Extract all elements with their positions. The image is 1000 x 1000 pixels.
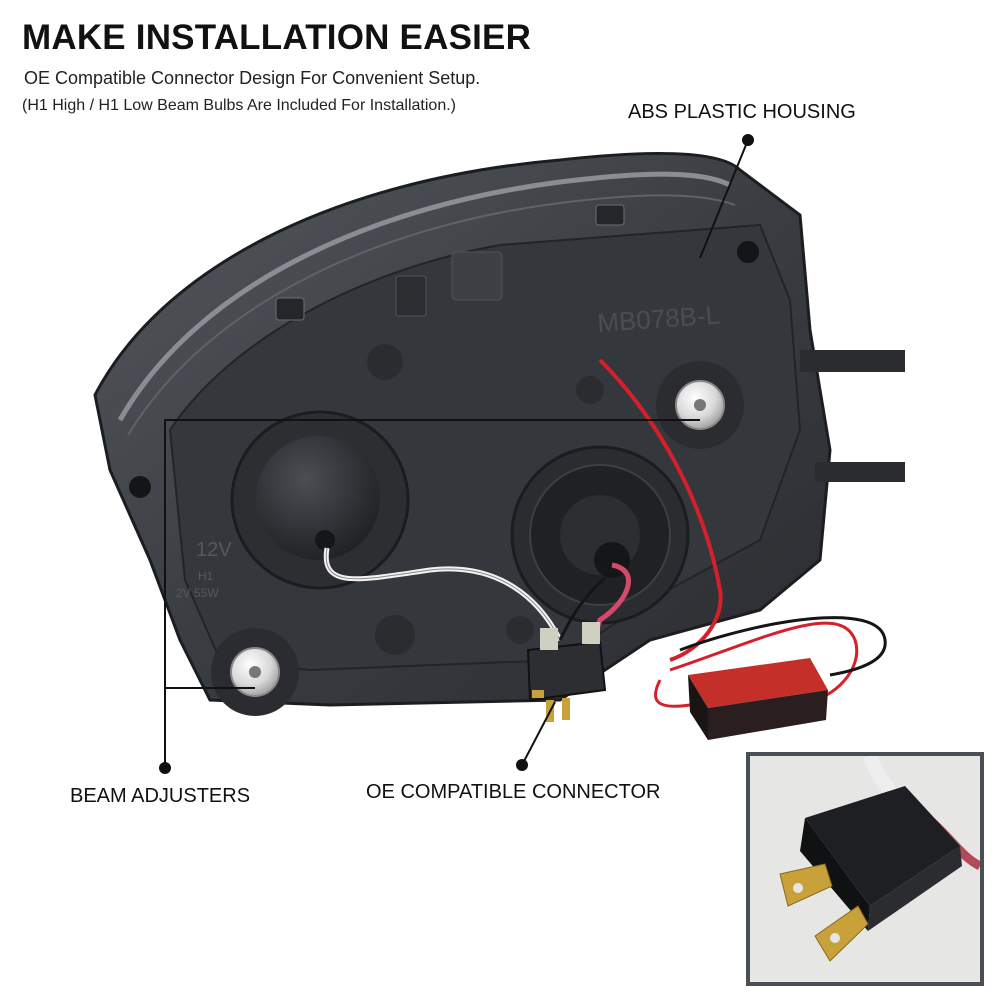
- closeup-connector-body: [805, 786, 960, 906]
- resistor-module: [688, 658, 828, 708]
- leader-dot: [159, 762, 171, 774]
- rating-mark: 2V 55W: [176, 586, 219, 600]
- connector-closeup-illustration: [750, 756, 980, 982]
- black-wire: [558, 576, 606, 641]
- voltage-mark: 12V: [196, 539, 232, 561]
- mounting-hole: [367, 344, 403, 380]
- closeup-terminal: [779, 863, 833, 907]
- black-wire: [679, 616, 887, 677]
- connector-closeup-inset: [746, 752, 984, 986]
- mounting-hole: [506, 616, 534, 644]
- mounting-hole: [737, 241, 759, 263]
- lens-rim: [117, 171, 732, 422]
- page-title: MAKE INSTALLATION EASIER: [22, 18, 532, 57]
- leader-dot: [516, 759, 528, 771]
- top-clip: [395, 275, 427, 317]
- bulb-note: (H1 High / H1 Low Beam Bulbs Are Include…: [22, 97, 456, 114]
- bulb-terminal: [315, 530, 335, 550]
- closeup-terminal: [814, 905, 869, 962]
- mounting-tab-lower: [815, 462, 905, 482]
- callout-oe-connector: OE COMPATIBLE CONNECTOR: [366, 781, 661, 803]
- red-wire: [669, 621, 859, 702]
- mounting-hole: [576, 376, 604, 404]
- leader-dot: [742, 134, 754, 146]
- callout-abs-housing: ABS PLASTIC HOUSING: [628, 101, 856, 123]
- bulb-mark: H1: [198, 569, 214, 583]
- red-wire: [587, 562, 631, 651]
- subtitle: OE Compatible Connector Design For Conve…: [24, 68, 481, 88]
- mounting-hole: [375, 615, 415, 655]
- top-clip: [275, 297, 305, 321]
- adjuster-leader-line: [164, 419, 700, 768]
- top-clip: [595, 204, 625, 226]
- mounting-hole: [129, 476, 151, 498]
- red-wire: [598, 358, 723, 662]
- connector-leader-line: [521, 701, 556, 766]
- top-clip: [451, 251, 503, 301]
- mounting-tab-upper: [800, 350, 905, 372]
- callout-beam-adjusters: BEAM ADJUSTERS: [70, 785, 251, 807]
- housing-leader-line: [699, 139, 749, 259]
- red-wire: [654, 679, 691, 708]
